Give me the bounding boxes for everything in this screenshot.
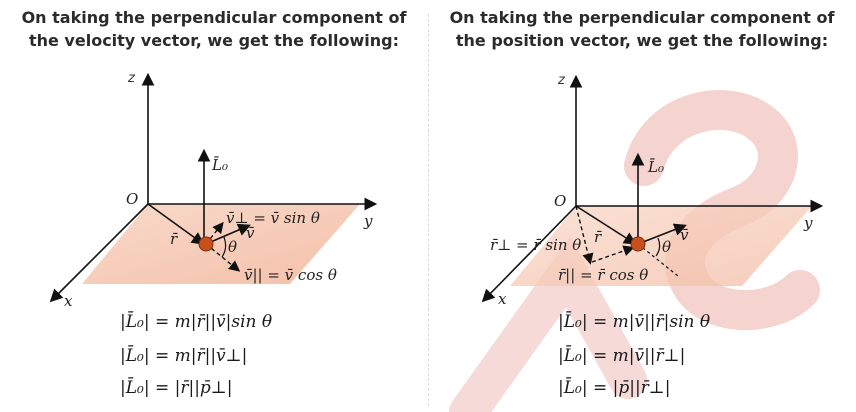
r-perp-label: r̄⊥ = r̄ sin θ (490, 236, 581, 254)
theta-label: θ (228, 238, 237, 256)
particle (198, 236, 214, 252)
velocity-vector (205, 223, 251, 245)
origin-label: O (554, 192, 566, 210)
z-axis-label: z (127, 71, 136, 86)
y-axis-label: y (363, 212, 373, 230)
velocity-perp-component (205, 221, 224, 245)
theta-label: θ (662, 238, 671, 256)
panel-velocity-component: On taking the perpendicular component of… (0, 6, 428, 398)
panel-divider (428, 14, 429, 406)
v-label: v̄ (246, 224, 255, 242)
position-perp-component (575, 205, 594, 265)
equation-2: |L̄₀| = m|v̄||r̄⊥| (558, 344, 685, 366)
z-axis-label: z (557, 73, 566, 88)
heading-line-2: the velocity vector, we get the followin… (28, 31, 400, 50)
equation-1: |L̄₀| = m|v̄||r̄|sin θ (558, 310, 710, 332)
position-vector (575, 205, 637, 245)
theta-arc (221, 236, 227, 258)
equation-3: |L̄₀| = |r̄||p̄⊥| (120, 376, 233, 398)
L0-label: L̄₀ (647, 158, 664, 176)
theta-arc (655, 237, 661, 257)
xy-plane (510, 206, 812, 286)
x-axis (49, 203, 149, 303)
particle (630, 236, 646, 252)
origin-label: O (126, 190, 138, 208)
position-vector (147, 203, 205, 245)
v-perp-label: v̄⊥ = v̄ sin θ (226, 209, 320, 227)
equation-1: |L̄₀| = m|r̄||v̄|sin θ (120, 310, 272, 332)
y-axis-label: y (803, 214, 813, 232)
equation-3: |L̄₀| = |p̄||r̄⊥| (558, 376, 671, 398)
r-label: r̄ (170, 230, 178, 248)
v-label: v̄ (680, 226, 689, 244)
x-axis-label: x (498, 290, 507, 308)
panel-position-component: On taking the perpendicular component of… (428, 0, 856, 412)
position-parallel-component (591, 245, 635, 263)
heading-position: On taking the perpendicular component of… (428, 6, 856, 52)
velocity-diagram: z y x O L̄₀ r̄ v̄ θ v̄⊥ = v̄ sin θ v̄|| … (49, 71, 378, 398)
x-axis-label: x (64, 292, 73, 310)
r-label: r̄ (594, 228, 602, 246)
equation-2: |L̄₀| = m|r̄||v̄⊥| (120, 344, 247, 366)
heading-line-2: the position vector, we get the followin… (455, 31, 829, 50)
r-parallel-label: r̄|| = r̄ cos θ (558, 266, 648, 284)
xy-plane (82, 204, 360, 284)
heading-line-1: On taking the perpendicular component of (21, 8, 407, 27)
x-axis (481, 205, 577, 303)
watermark-shape (624, 90, 820, 330)
position-diagram: z y x O L̄₀ r̄ v̄ θ r̄⊥ = r̄ sin θ r̄|| … (481, 73, 824, 398)
heading-line-1: On taking the perpendicular component of (449, 8, 835, 27)
heading-velocity: On taking the perpendicular component of… (0, 6, 428, 52)
L0-label: L̄₀ (211, 156, 228, 174)
velocity-vector (637, 223, 687, 245)
v-parallel-label: v̄|| = v̄ cos θ (244, 266, 337, 284)
velocity-line-extension (637, 243, 679, 277)
